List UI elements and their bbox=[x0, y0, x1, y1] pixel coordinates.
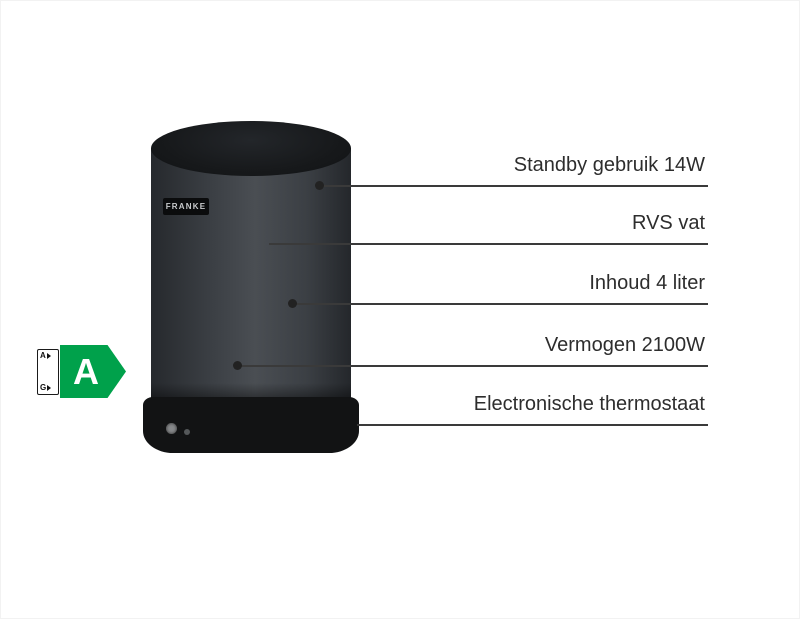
indicator-dot-large bbox=[166, 423, 177, 434]
energy-scale: A G bbox=[37, 348, 59, 395]
callout-line-inhoud bbox=[292, 303, 708, 305]
boiler-base bbox=[143, 397, 359, 453]
brand-logo: FRANKE bbox=[163, 198, 209, 215]
callout-dot-standby bbox=[315, 181, 324, 190]
energy-rating-letter: A bbox=[73, 350, 99, 392]
energy-scale-top: A bbox=[40, 350, 56, 360]
energy-rating-label: A G A bbox=[37, 345, 126, 398]
energy-scale-bottom-letter: G bbox=[40, 382, 47, 392]
callout-dot-inhoud bbox=[288, 299, 297, 308]
callout-label-rvs-vat: RVS vat bbox=[632, 212, 705, 234]
callout-dot-vermogen bbox=[233, 361, 242, 370]
arrow-right-icon bbox=[47, 384, 52, 391]
boiler-lid bbox=[151, 121, 351, 176]
callout-line-vermogen bbox=[237, 365, 708, 367]
callout-label-thermostaat: Electronische thermostaat bbox=[473, 393, 705, 415]
energy-scale-top-letter: A bbox=[40, 350, 46, 360]
callout-line-rvs-vat bbox=[269, 243, 708, 245]
arrow-right-icon bbox=[46, 352, 51, 359]
callout-label-inhoud: Inhoud 4 liter bbox=[589, 272, 705, 294]
callout-line-thermostaat bbox=[357, 424, 708, 426]
callout-line-standby bbox=[319, 185, 708, 187]
callout-label-vermogen: Vermogen 2100W bbox=[544, 334, 705, 356]
energy-rating-arrow: A bbox=[60, 345, 126, 398]
indicator-dot-small bbox=[184, 429, 190, 435]
boiler-body bbox=[151, 148, 351, 401]
energy-scale-bottom: G bbox=[40, 382, 56, 392]
callout-label-standby: Standby gebruik 14W bbox=[513, 154, 705, 176]
